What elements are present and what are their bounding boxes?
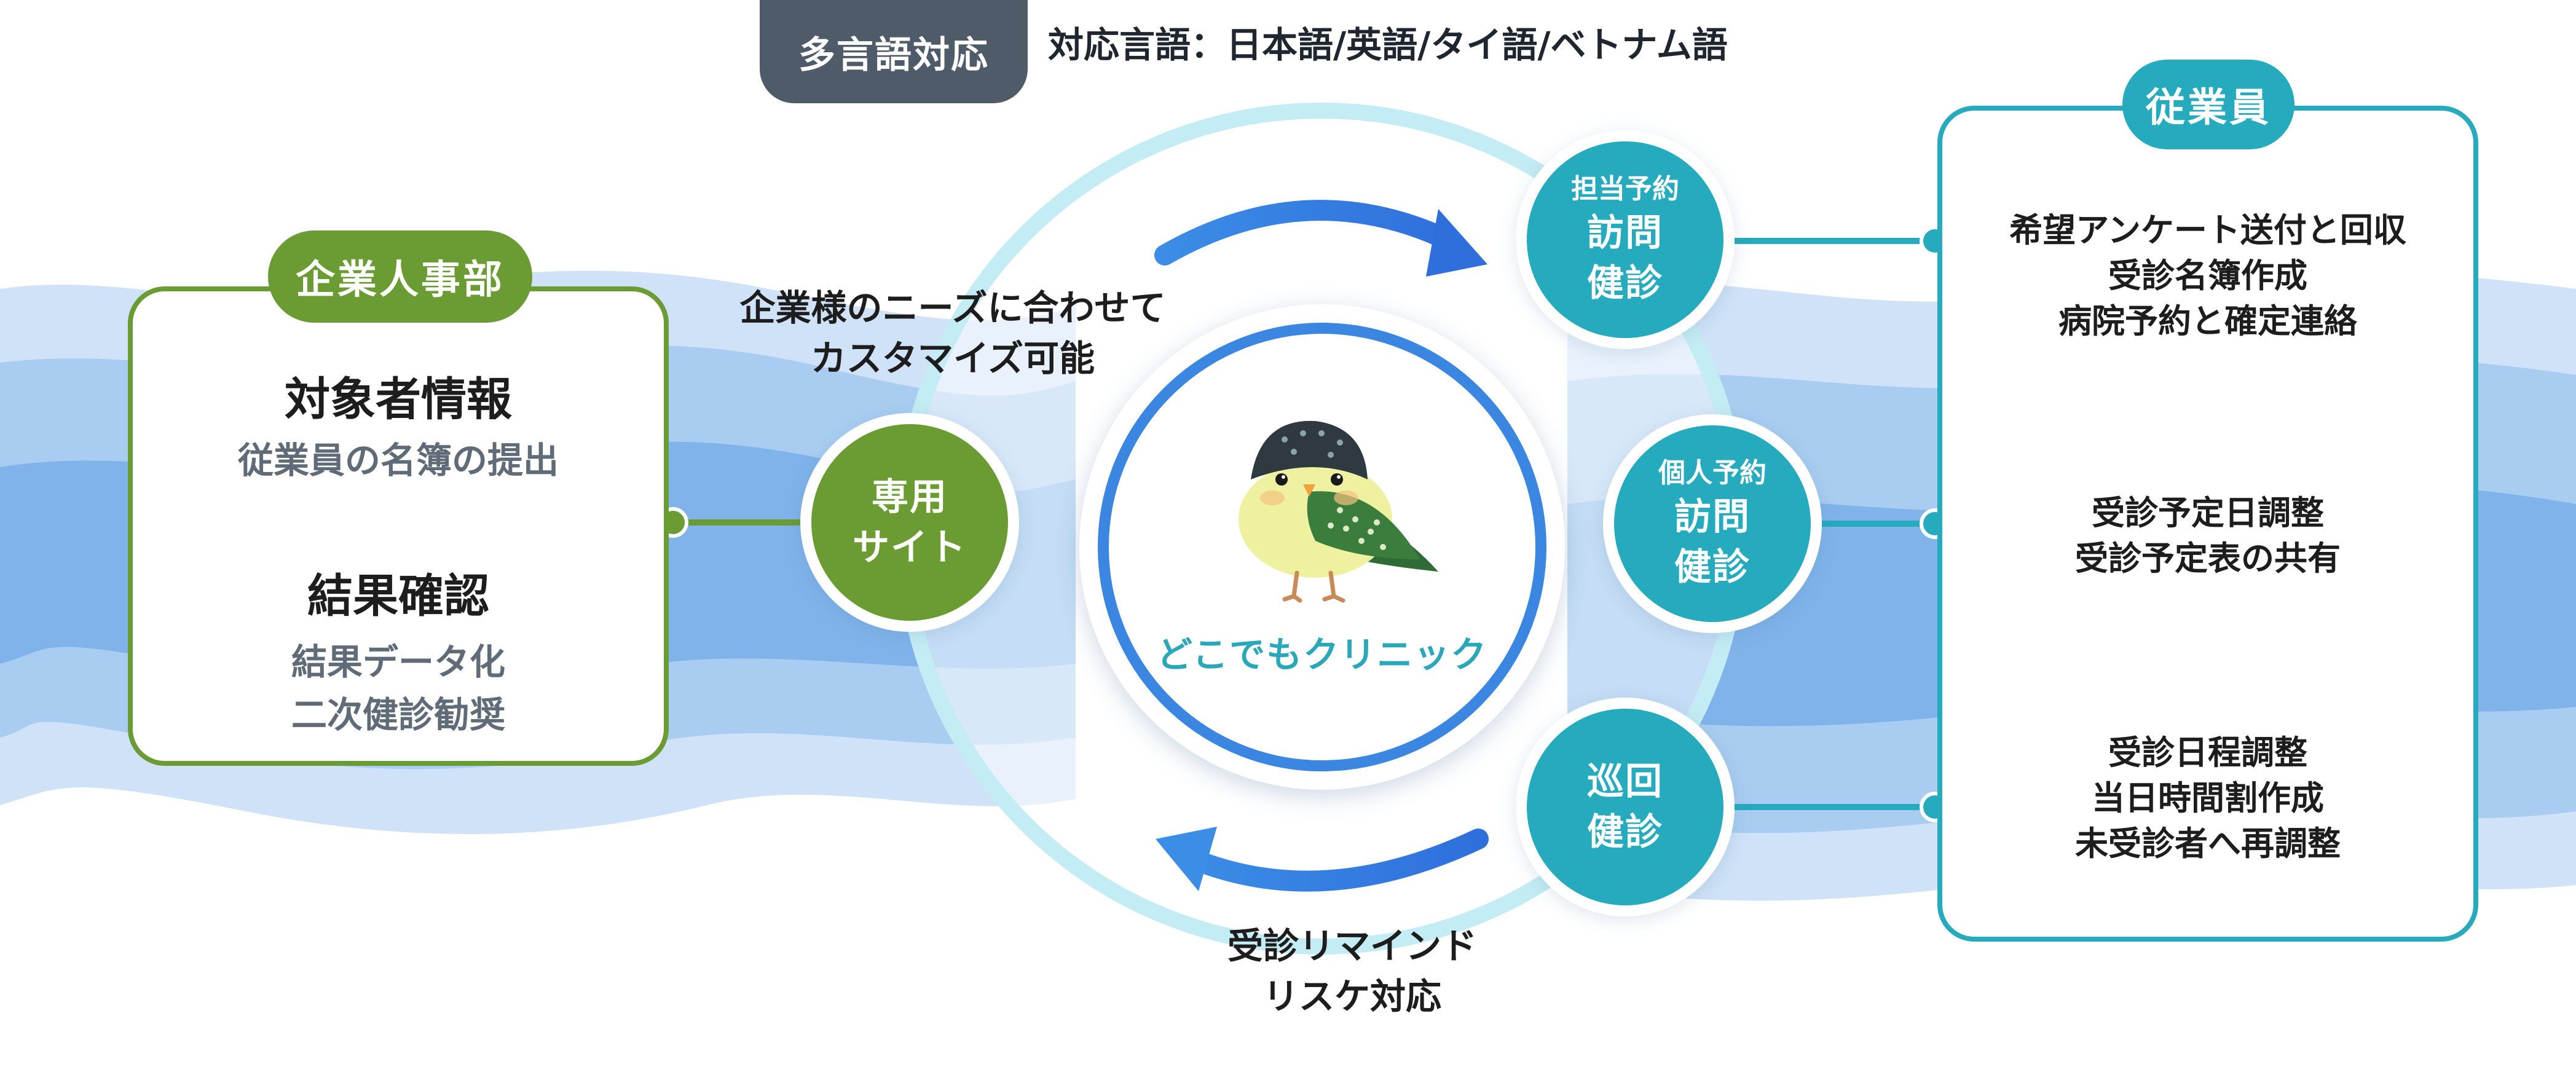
customize-note: 企業様のニーズに合わせて カスタマイズ可能 — [719, 283, 1186, 384]
cycle-arrowhead-bottom — [1156, 827, 1217, 891]
multilingual-badge: 多言語対応 — [760, 0, 1028, 103]
remind-note-line-2: リスケ対応 — [1262, 975, 1441, 1017]
target-info-sub: 従業員の名簿の提出 — [237, 439, 559, 481]
customize-note-line-2: カスタマイズ可能 — [810, 337, 1095, 379]
employee-task: 受診日程調整 — [2108, 733, 2307, 772]
cycle-arrowhead-top — [1426, 209, 1487, 277]
service-circle-touring: 巡回 健診 — [1527, 709, 1723, 905]
service-2-big-1: 訪問 — [1674, 495, 1751, 538]
dedicated-site-circle: 専用 サイト — [811, 424, 1008, 621]
employees-tag: 従業員 — [2122, 60, 2294, 149]
remind-note: 受診リマインド リスケ対応 — [1143, 921, 1561, 1022]
service-1-small: 担当予約 — [1571, 173, 1679, 205]
dedicated-site-label-2: サイト — [853, 526, 967, 569]
employee-task: 受診予定日調整 — [2092, 494, 2324, 532]
target-info-title: 対象者情報 — [285, 373, 512, 426]
employee-task: 受診名簿作成 — [2108, 256, 2307, 295]
employee-task: 未受診者へ再調整 — [2075, 824, 2341, 863]
bird-mascot-icon — [1239, 420, 1438, 603]
service-2-big-2: 健診 — [1674, 546, 1751, 589]
service-3-big-1: 巡回 — [1587, 760, 1663, 803]
employee-task: 受診予定表の共有 — [2075, 539, 2341, 578]
service-1-big-1: 訪問 — [1587, 211, 1663, 254]
service-1-big-2: 健診 — [1587, 262, 1663, 305]
service-2-small: 個人予約 — [1658, 457, 1767, 489]
employee-task: 当日時間割作成 — [2092, 779, 2324, 817]
result-check-sub-1: 結果データ化 — [291, 641, 505, 683]
result-check-title: 結果確認 — [307, 570, 489, 623]
brand-logo-text: どこでもクリニック — [1156, 634, 1488, 675]
dedicated-site-label-1: 専用 — [872, 476, 948, 519]
service-circle-assigned: 担当予約 訪問 健診 — [1527, 141, 1723, 338]
cycle-arrow-top — [1154, 200, 1464, 266]
service-circle-individual: 個人予約 訪問 健診 — [1614, 425, 1811, 622]
remind-note-line-1: 受診リマインド — [1227, 925, 1477, 967]
cycle-arrow-bottom — [1179, 829, 1489, 892]
employee-task: 病院予約と確定連絡 — [2058, 302, 2357, 341]
result-check-sub-2: 二次健診勧奨 — [291, 694, 505, 736]
company-hr-tag: 企業人事部 — [268, 230, 532, 323]
employee-task: 希望アンケート送付と回収 — [2009, 211, 2406, 250]
service-3-big-2: 健診 — [1587, 811, 1663, 854]
supported-languages: 対応言語：日本語/英語/タイ語/ベトナム語 — [1048, 24, 1728, 66]
employees-panel — [1937, 106, 2478, 942]
customize-note-line-1: 企業様のニーズに合わせて — [739, 287, 1166, 329]
